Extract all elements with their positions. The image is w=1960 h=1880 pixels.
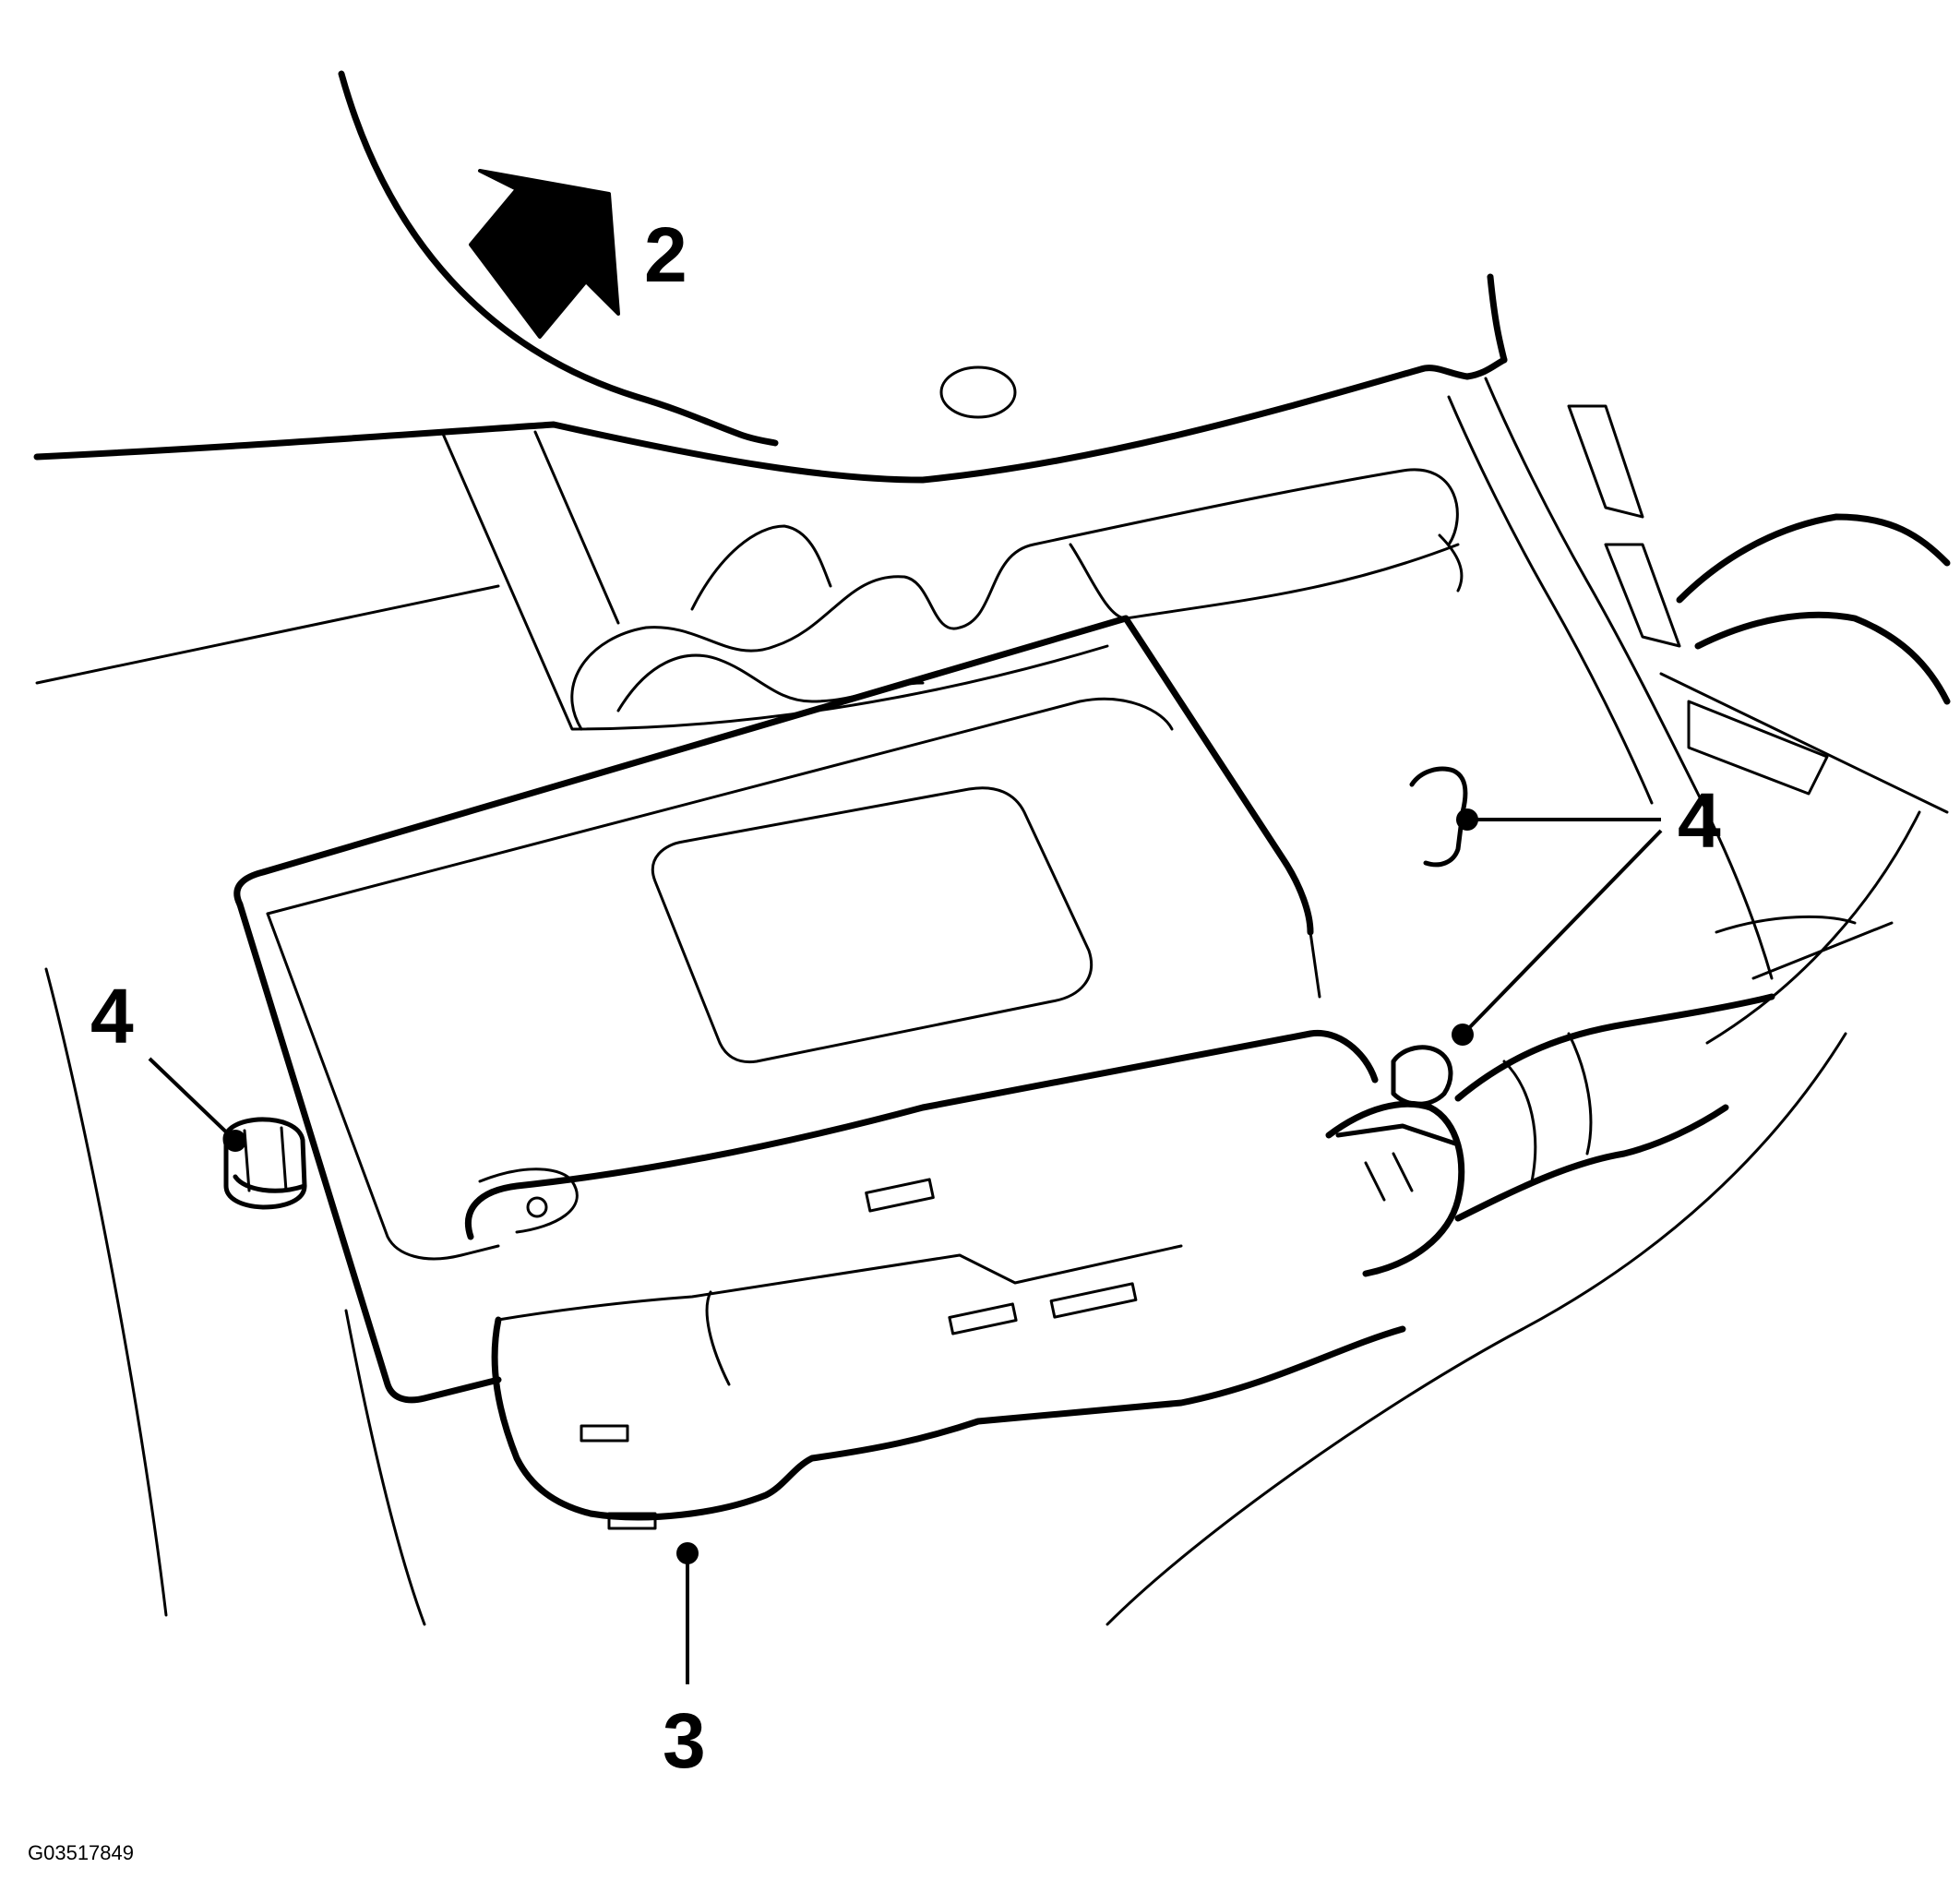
figure-id: G03517849: [28, 1841, 134, 1864]
fastener-right-upper: [1409, 766, 1468, 868]
fastener-right-lower: [1391, 1045, 1453, 1107]
callout-4-left: 4: [90, 973, 134, 1060]
floor-contours: [44, 967, 1847, 1626]
callout-leader-3: [676, 1542, 699, 1684]
connector-cover: [464, 1029, 1406, 1530]
mounting-bracket: [570, 468, 1464, 731]
right-side-structure: [1447, 377, 1951, 1045]
callout-leader-4-left: [148, 1057, 246, 1152]
forward-arrow-icon: [469, 169, 620, 339]
harness-connector: [1325, 993, 1775, 1277]
callout-leader-4-right: [1452, 808, 1663, 1046]
callout-2: 2: [644, 211, 687, 298]
control-module: [233, 615, 1321, 1404]
callout-4-right: 4: [1678, 777, 1721, 864]
callout-3: 3: [663, 1697, 706, 1784]
body-panel-outline: [33, 70, 1508, 731]
